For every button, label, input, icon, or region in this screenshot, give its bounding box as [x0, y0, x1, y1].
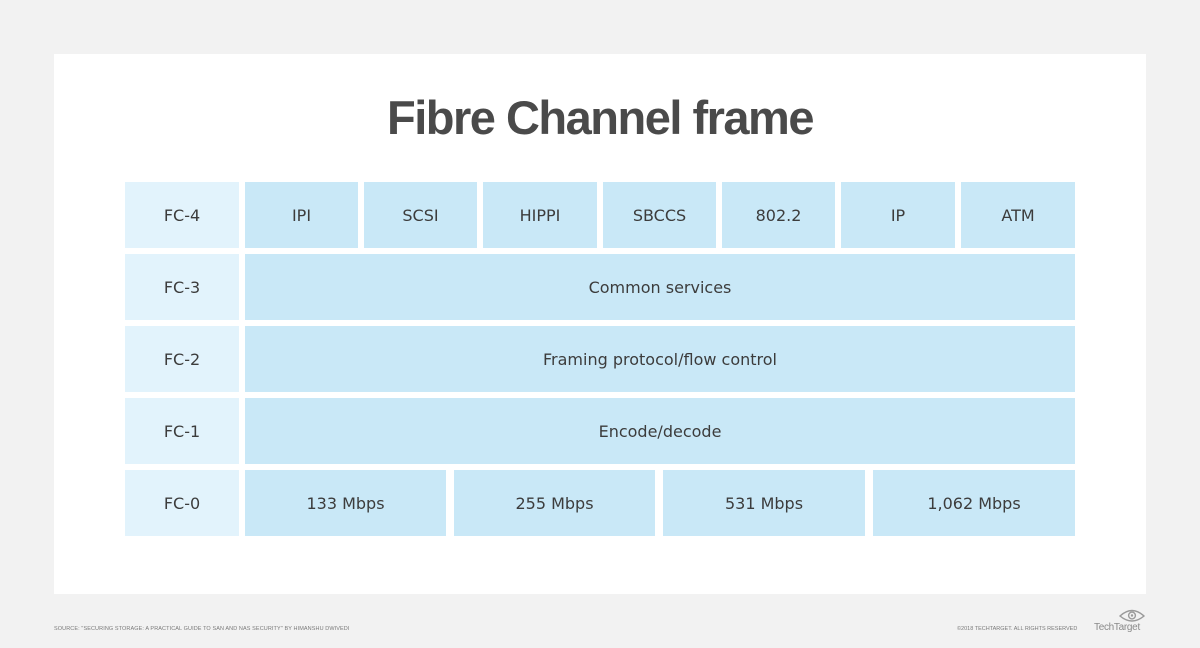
- speed-box: 255 Mbps: [454, 470, 655, 536]
- speed-box: 1,062 Mbps: [873, 470, 1075, 536]
- layer-row-fc4: FC-4 IPI SCSI HIPPI SBCCS 802.2 IP ATM: [125, 182, 1075, 248]
- protocol-box: ATM: [961, 182, 1075, 248]
- speed-box: 133 Mbps: [245, 470, 446, 536]
- layer-row-fc0: FC-0 133 Mbps 255 Mbps 531 Mbps 1,062 Mb…: [125, 470, 1075, 536]
- brand-logo-text: TechTarget: [1094, 622, 1140, 633]
- protocol-box: HIPPI: [483, 182, 597, 248]
- diagram-title: Fibre Channel frame: [387, 91, 814, 144]
- layer-row-fc1: FC-1 Encode/decode: [125, 398, 1075, 464]
- encode-decode-box: Encode/decode: [245, 398, 1075, 464]
- layer-label: FC-0: [125, 470, 239, 536]
- layer-label: FC-3: [125, 254, 239, 320]
- layer-label: FC-1: [125, 398, 239, 464]
- framing-protocol-box: Framing protocol/flow control: [245, 326, 1075, 392]
- protocol-box: SCSI: [364, 182, 477, 248]
- protocol-box: IP: [841, 182, 955, 248]
- layer-row-fc3: FC-3 Common services: [125, 254, 1075, 320]
- common-services-box: Common services: [245, 254, 1075, 320]
- copyright-notice: ©2018 TECHTARGET. ALL RIGHTS RESERVED: [957, 626, 1078, 632]
- techtarget-eye-icon: [1118, 609, 1146, 622]
- protocol-box: SBCCS: [603, 182, 716, 248]
- protocol-box: IPI: [245, 182, 358, 248]
- speed-box: 531 Mbps: [663, 470, 865, 536]
- protocol-box: 802.2: [722, 182, 835, 248]
- layer-label: FC-4: [125, 182, 239, 248]
- layer-label: FC-2: [125, 326, 239, 392]
- layer-row-fc2: FC-2 Framing protocol/flow control: [125, 326, 1075, 392]
- source-credit: SOURCE: "SECURING STORAGE: A PRACTICAL G…: [54, 626, 350, 632]
